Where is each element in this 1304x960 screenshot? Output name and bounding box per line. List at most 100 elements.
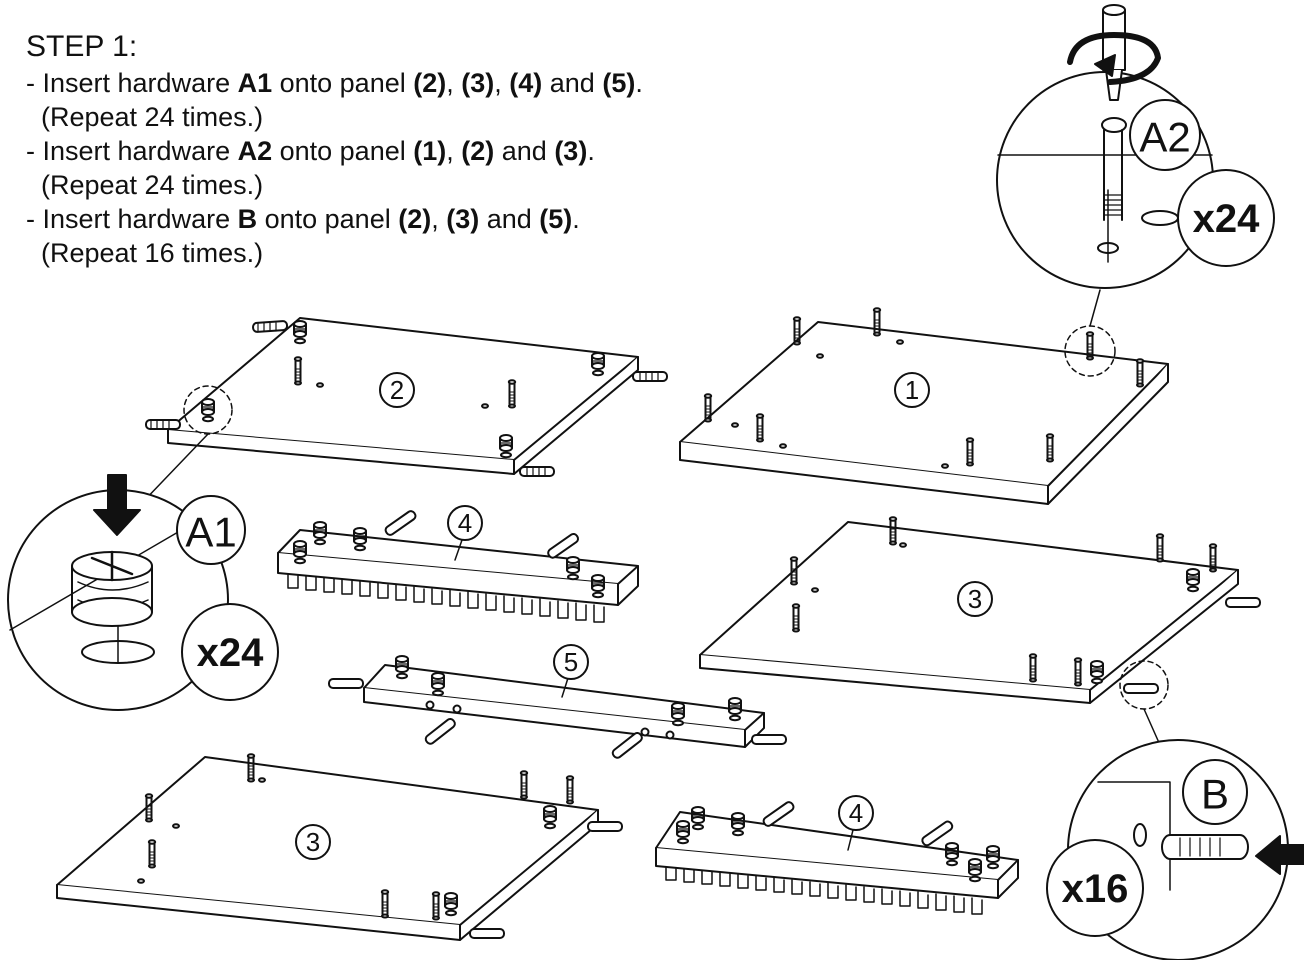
step-instructions: STEP 1: - Insert hardware A1 onto panel … (26, 30, 643, 270)
instruction-verb: Insert hardware (42, 136, 238, 166)
panel-number: 1 (905, 375, 919, 405)
hole-icon (172, 823, 180, 829)
panel-number: 4 (849, 798, 863, 828)
cam-lock-icon (543, 805, 557, 830)
panel-number: 4 (458, 508, 472, 538)
hole-icon (137, 878, 145, 884)
cam-lock-icon (395, 655, 409, 680)
panel-number-badge (447, 505, 483, 541)
instruction-mid: onto panel (272, 68, 414, 98)
hole-icon (899, 542, 907, 548)
cam-bolt-icon (565, 775, 575, 805)
panel-4-bottom: 4 (655, 795, 1019, 915)
sep: , (446, 68, 462, 98)
cam-lock-icon (566, 556, 580, 581)
hardware-code: B (237, 204, 258, 234)
panel-ref: (3) (446, 204, 480, 234)
cam-lock-icon (691, 806, 705, 831)
dowel-icon (384, 510, 417, 536)
panel-number-badge (379, 372, 415, 408)
cam-lock-icon (353, 527, 367, 552)
panel-3-right: 3 (699, 516, 1261, 710)
panel-1: 1 (679, 307, 1169, 505)
dash: - (26, 68, 43, 98)
callout-label: B (1201, 771, 1229, 818)
instruction-verb: Insert hardware (42, 204, 238, 234)
dowel-icon (469, 928, 505, 939)
instruction-a2: - Insert hardware A2 onto panel (1), (2)… (26, 134, 643, 168)
period: . (587, 136, 595, 166)
dowel-icon (328, 678, 364, 689)
period: . (572, 204, 580, 234)
cam-lock-icon (676, 820, 690, 845)
panel-number-badge (553, 644, 589, 680)
hole-icon (731, 422, 739, 428)
quantity-badge: x16 (1062, 867, 1129, 911)
panel-ref: (1) (413, 136, 447, 166)
callout-label: A1 (185, 509, 236, 556)
panel-number-badge (957, 581, 993, 617)
panel-4-top: 4 (277, 505, 639, 623)
panel-ref: (5) (602, 68, 636, 98)
dowel-icon (1225, 597, 1261, 608)
dowel-icon (611, 731, 643, 759)
cam-lock-icon (1186, 568, 1200, 593)
dowel-icon (547, 532, 580, 559)
panel-number: 3 (306, 827, 320, 857)
dowel-icon (751, 734, 787, 745)
sep: and (494, 136, 555, 166)
callout-a2: A2 x24 (996, 4, 1275, 327)
panel-number: 3 (968, 584, 982, 614)
cam-lock-icon (313, 521, 327, 546)
quantity-badge: x24 (1193, 197, 1260, 241)
cam-lock-icon (986, 845, 1000, 870)
hole-icon (896, 339, 904, 345)
repeat-note-a2: (Repeat 24 times.) (41, 170, 264, 200)
cam-bolt-icon (1155, 533, 1165, 563)
period: . (635, 68, 643, 98)
cam-lock-icon (945, 842, 959, 867)
panel-number-badge (295, 824, 331, 860)
instruction-b: - Insert hardware B onto panel (2), (3) … (26, 202, 643, 236)
cam-lock-icon (444, 892, 458, 917)
dash: - (26, 204, 43, 234)
cam-lock-icon (499, 434, 513, 459)
dowel-icon (519, 466, 555, 477)
instruction-mid: onto panel (257, 204, 399, 234)
hole-icon (816, 353, 824, 359)
cam-lock-icon (968, 858, 982, 883)
hardware-code: A1 (237, 68, 273, 98)
hole-icon (316, 382, 324, 388)
panel-number: 5 (564, 647, 578, 677)
down-arrow-icon (93, 474, 141, 536)
dowel-icon (145, 419, 181, 430)
sep: and (542, 68, 603, 98)
cam-lock-icon (293, 540, 307, 565)
cam-lock-icon (431, 672, 445, 697)
panel-number-badge (838, 795, 874, 831)
hole-icon (779, 443, 787, 449)
dowel-icon (252, 320, 289, 333)
dowel-icon (1123, 683, 1159, 694)
cam-bolt-screwdriver-icon (1067, 4, 1161, 263)
panel-ref: (2) (398, 204, 432, 234)
sep: and (479, 204, 540, 234)
cam-lock-icon (731, 812, 745, 837)
dowel-icon (921, 820, 954, 847)
cam-lock-icon (71, 550, 155, 664)
callout-b: B x16 (1046, 708, 1304, 960)
quantity-badge: x24 (197, 631, 264, 675)
panel-ref: (3) (461, 68, 495, 98)
instruction-mid: onto panel (272, 136, 414, 166)
cam-lock-icon (728, 697, 742, 722)
dowel-icon (762, 801, 795, 827)
cam-lock-icon (293, 320, 307, 345)
panel-3-left: 3 (56, 753, 623, 941)
panel-5: 5 (328, 644, 787, 759)
hole-icon (481, 403, 489, 409)
repeat-note-a1: (Repeat 24 times.) (41, 102, 264, 132)
wooden-dowel-icon (1161, 834, 1249, 860)
instruction-a1: - Insert hardware A1 onto panel (2), (3)… (26, 66, 643, 100)
callout-label: A2 (1139, 114, 1190, 161)
